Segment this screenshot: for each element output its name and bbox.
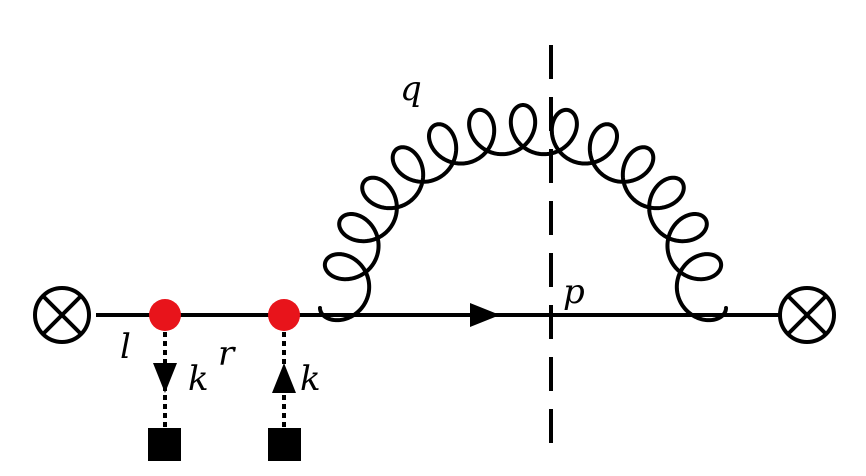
source-square-2-icon: [268, 428, 301, 461]
fermion-arrow-icon: [470, 303, 500, 327]
insertion-dot-1-icon: [149, 299, 181, 331]
label-left-propagator: l: [120, 327, 131, 367]
insertion-arrow-up-icon: [272, 363, 296, 393]
right-vertex-icon: [778, 286, 836, 344]
gluon-loop: [318, 103, 728, 323]
insertion-arrow-down-icon: [153, 363, 177, 393]
source-square-1-icon: [148, 428, 181, 461]
label-middle-propagator: r: [218, 334, 236, 374]
label-quark: p: [563, 272, 585, 312]
label-gluon: q: [400, 69, 422, 109]
insertion-dot-2-icon: [268, 299, 300, 331]
label-insertion-2: k: [300, 359, 321, 399]
left-vertex-icon: [33, 286, 91, 344]
label-insertion-1: k: [188, 359, 209, 399]
